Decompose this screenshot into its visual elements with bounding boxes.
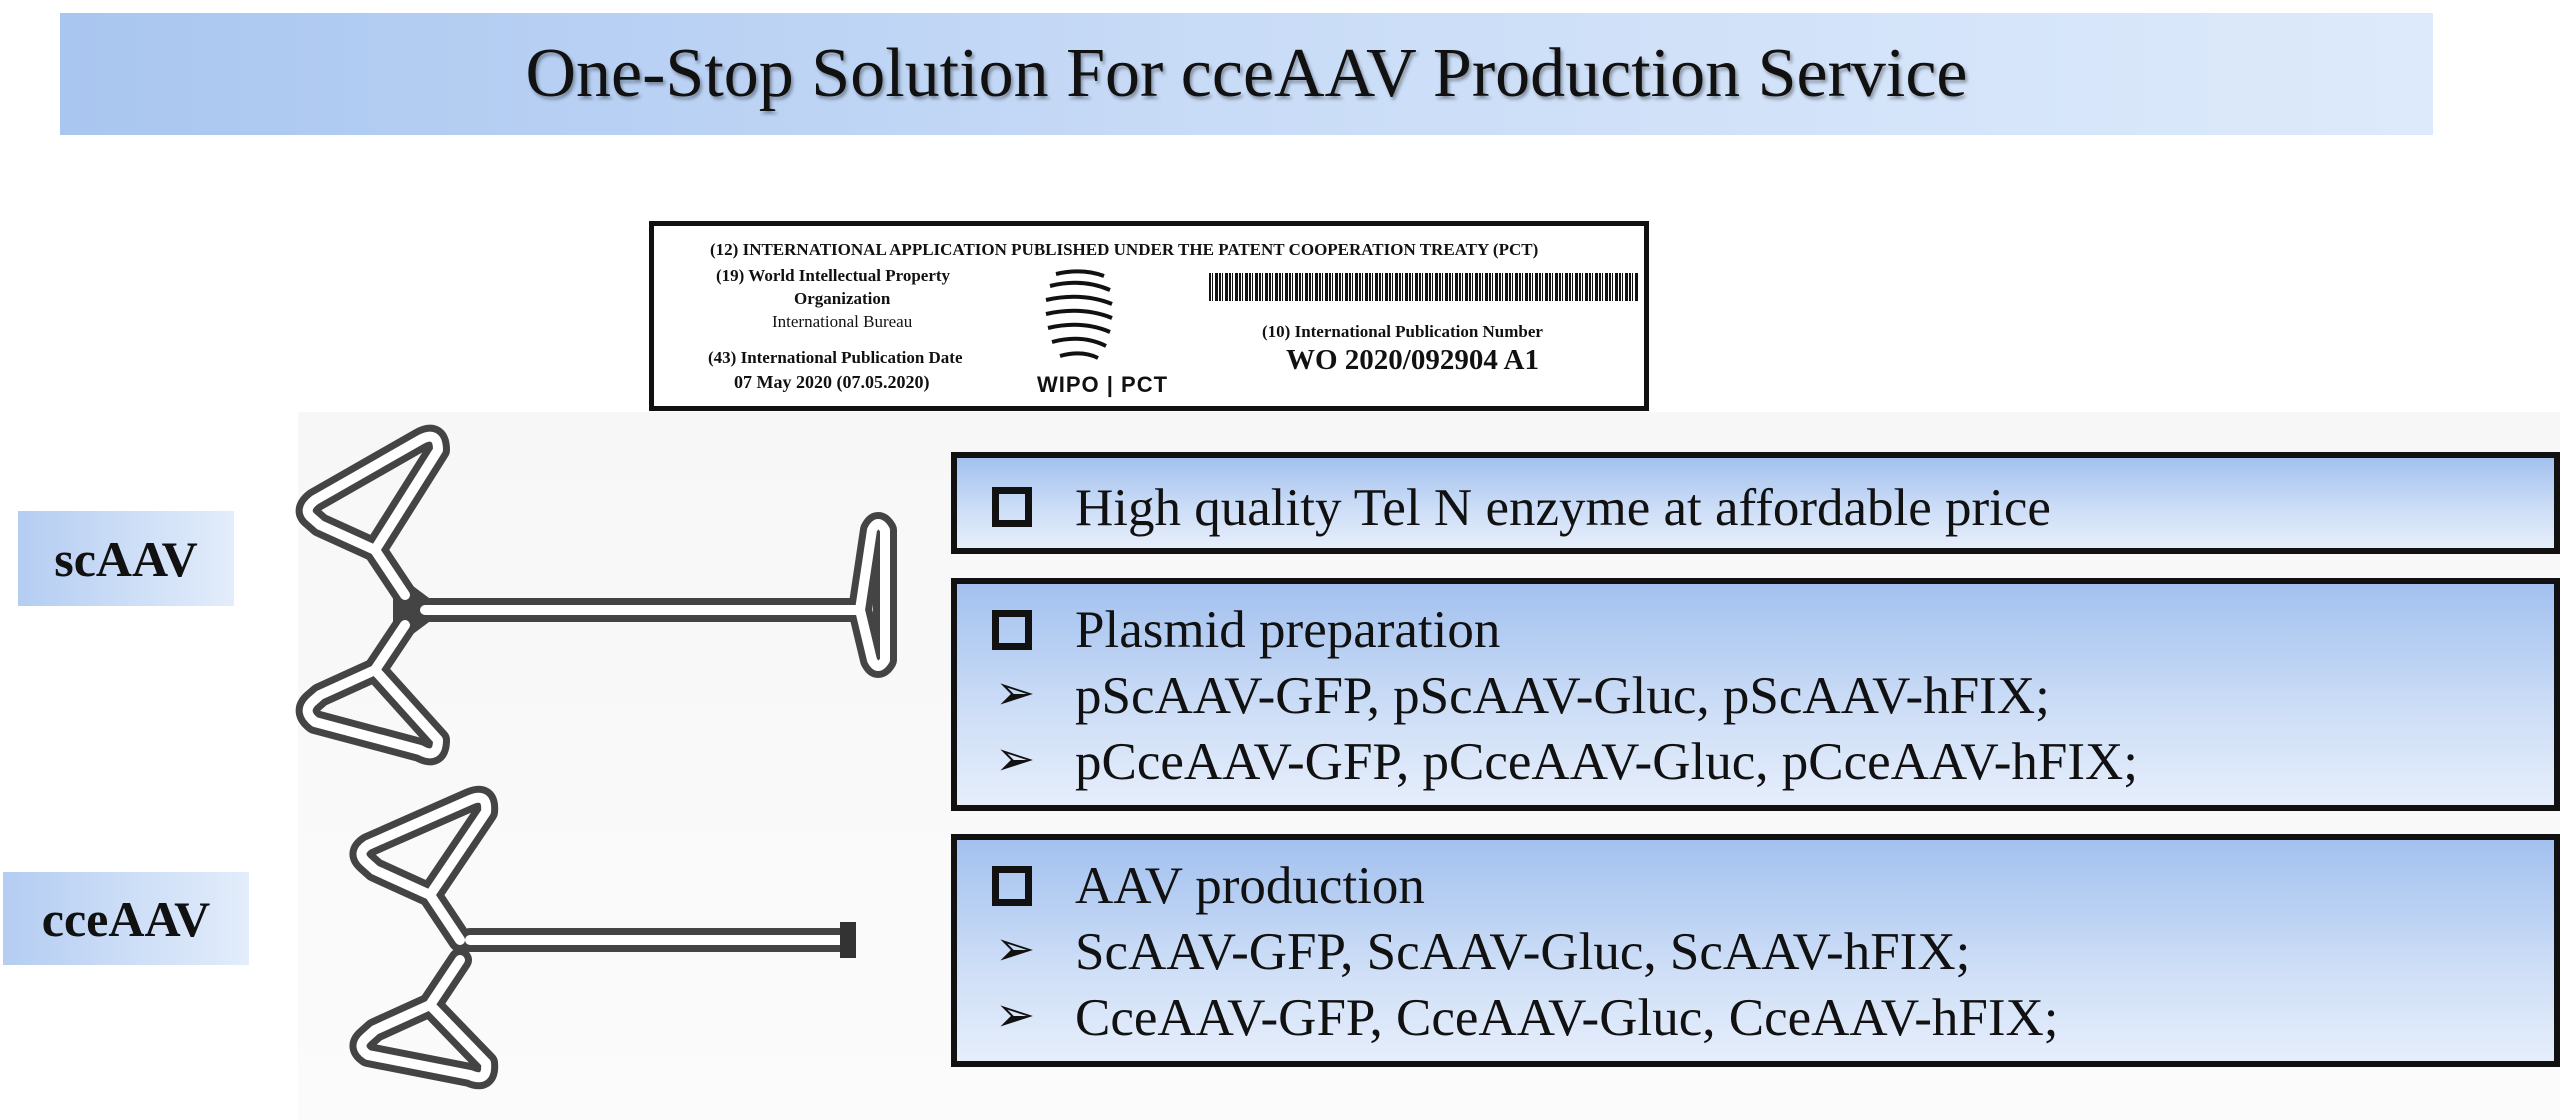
patent-date-label: (43) International Publication Date [708, 348, 963, 367]
plasmid-box: Plasmid preparation ➢ pScAAV-GFP, pScAAV… [951, 578, 2560, 811]
enzyme-header: High quality Tel N enzyme at affordable … [1075, 479, 2051, 537]
patent-header-image: (12) INTERNATIONAL APPLICATION PUBLISHED… [649, 221, 1649, 411]
patent-bureau: International Bureau [772, 312, 913, 331]
wipo-logo-text: WIPO | PCT [1037, 372, 1169, 397]
wipo-globe-icon [1045, 269, 1113, 360]
patent-org-line2: Organization [794, 289, 891, 308]
production-box: AAV production ➢ ScAAV-GFP, ScAAV-Gluc, … [951, 834, 2560, 1067]
scaav-structure [295, 424, 897, 766]
cceaav-structure [349, 785, 856, 1090]
hollow-square-bullet-icon [992, 610, 1032, 650]
patent-title: (12) INTERNATIONAL APPLICATION PUBLISHED… [710, 240, 1539, 259]
production-item-2: CceAAV-GFP, CceAAV-Gluc, CceAAV-hFIX; [1075, 989, 2059, 1047]
patent-number-label: (10) International Publication Number [1262, 322, 1543, 341]
title-banner: One-Stop Solution For cceAAV Production … [60, 13, 2433, 135]
arrow-bullet-icon: ➢ [995, 667, 1036, 720]
page-title: One-Stop Solution For cceAAV Production … [525, 35, 1968, 112]
arrow-bullet-icon: ➢ [995, 923, 1036, 976]
arrow-bullet-icon: ➢ [995, 989, 1036, 1042]
barcode [1209, 273, 1639, 301]
patent-org-line1: (19) World Intellectual Property [716, 266, 951, 285]
plasmid-header: Plasmid preparation [1075, 601, 1501, 659]
production-item-1: ScAAV-GFP, ScAAV-Gluc, ScAAV-hFIX; [1075, 923, 1971, 981]
enzyme-box: High quality Tel N enzyme at affordable … [951, 452, 2560, 554]
cceaav-label: cceAAV [3, 872, 249, 965]
plasmid-item-1: pScAAV-GFP, pScAAV-Gluc, pScAAV-hFIX; [1075, 667, 2050, 725]
patent-number: WO 2020/092904 A1 [1286, 344, 1539, 376]
scaav-label: scAAV [18, 511, 234, 606]
plasmid-item-2: pCceAAV-GFP, pCceAAV-Gluc, pCceAAV-hFIX; [1075, 733, 2139, 791]
arrow-bullet-icon: ➢ [995, 733, 1036, 786]
patent-date: 07 May 2020 (07.05.2020) [734, 372, 930, 392]
hollow-square-bullet-icon [992, 487, 1032, 527]
production-header: AAV production [1075, 857, 1425, 915]
hollow-square-bullet-icon [992, 866, 1032, 906]
